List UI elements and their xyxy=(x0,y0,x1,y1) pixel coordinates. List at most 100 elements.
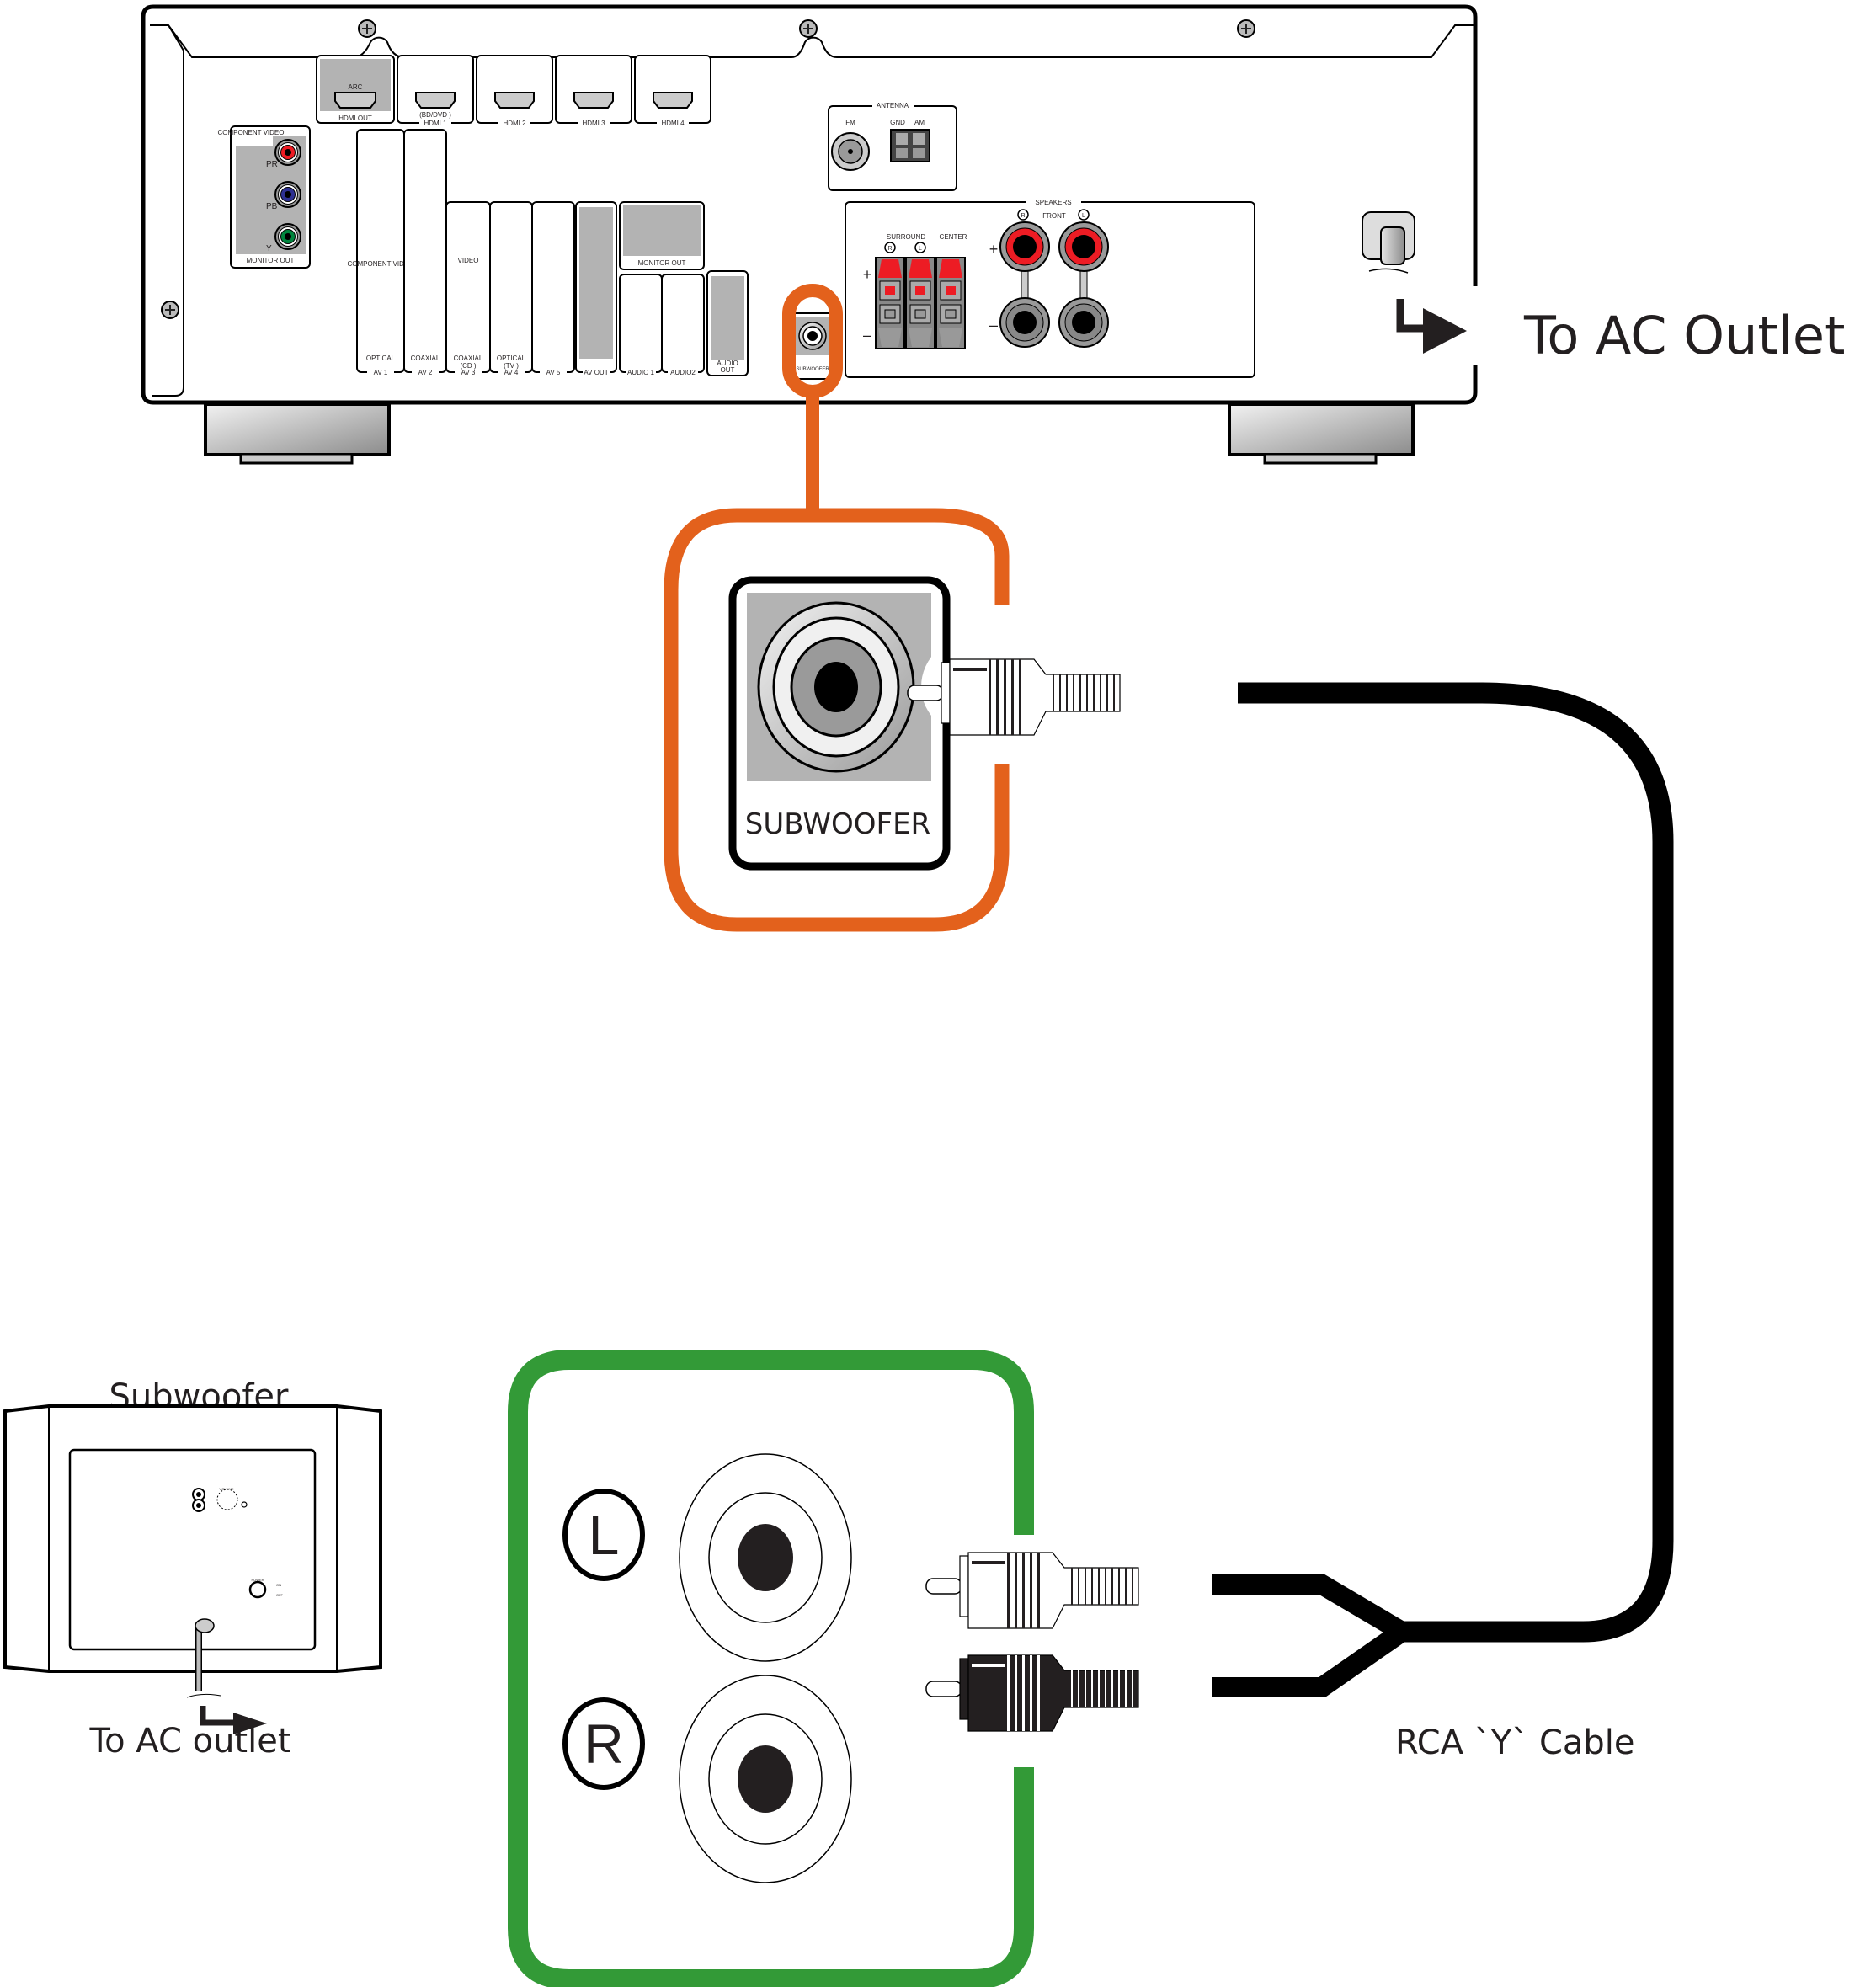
rca-grip-stripe xyxy=(1022,1655,1025,1731)
hdmi-out-port[interactable]: ARC HDMI OUT xyxy=(316,55,395,124)
subwoofer-rear-panel xyxy=(68,1448,317,1651)
subwoofer-unit: Subwoofer VOLUME POWER ON OFF xyxy=(3,1377,382,1761)
cable-label: RCA `Y` Cable xyxy=(1395,1723,1635,1762)
cable-branch-left xyxy=(1212,1574,1408,1641)
av-group-caption: VIDEO xyxy=(458,257,479,264)
rca-grip-stripe xyxy=(1015,1655,1017,1731)
speaker-minus-sign: – xyxy=(863,327,871,344)
ac-arrow-head-icon xyxy=(1423,308,1467,354)
jack-pb[interactable] xyxy=(274,181,301,208)
svg-text:L: L xyxy=(1082,213,1085,219)
hdmi-input-4[interactable]: HDMI 4 xyxy=(634,55,711,127)
callout-frame-subwoofer xyxy=(508,1350,1034,1987)
screw-icon xyxy=(358,19,376,38)
hdmi-input-label: HDMI 2 xyxy=(503,120,526,127)
rca-pin xyxy=(907,685,944,701)
rca-shell xyxy=(967,1552,1139,1629)
av-group-label: AV 4 xyxy=(504,369,519,376)
am-antenna-terminal[interactable] xyxy=(890,129,930,162)
jack-y[interactable] xyxy=(274,223,301,250)
front-minus-sign: – xyxy=(989,317,998,333)
power-switch[interactable]: POWER ON OFF xyxy=(248,1578,284,1599)
rca-boot-stripe xyxy=(1091,1568,1093,1605)
hdmi-arc-badge: ARC xyxy=(349,83,363,91)
rca-highlight xyxy=(972,1664,1005,1667)
hdmi-input-2[interactable]: HDMI 2 xyxy=(476,55,553,127)
power-label: POWER xyxy=(251,1578,264,1582)
monitor-out-label: MONITOR OUT xyxy=(638,259,686,267)
hdmi-input-label: HDMI 1 xyxy=(424,120,447,127)
receiver-left-rail xyxy=(152,24,184,397)
antenna-am-label: AM xyxy=(914,119,925,126)
digital-input-label: COAXIAL xyxy=(411,354,440,362)
rca-boot-stripe xyxy=(1105,1670,1106,1707)
rca-collar xyxy=(959,1555,969,1617)
antenna-panel: ANTENNA FM GND AM xyxy=(828,99,957,191)
digital-input-sublabel: (TV ) xyxy=(504,362,519,370)
rca-boot-stripe xyxy=(1098,1670,1100,1707)
input-jack-left[interactable] xyxy=(679,1453,852,1662)
rca-grip-stripe xyxy=(1011,659,1014,735)
cable-branch-right xyxy=(1212,1623,1408,1697)
rca-boot-stripe xyxy=(1071,1568,1073,1605)
receiver-foot-left xyxy=(204,402,391,465)
hdmi-input-label: HDMI 4 xyxy=(661,120,685,127)
rca-shell xyxy=(967,1654,1139,1732)
receiver-subwoofer-label: SUBWOOFER xyxy=(796,367,829,372)
av-group-caption: COMPONENT VIDEO xyxy=(348,260,414,268)
rca-boot-stripe xyxy=(1071,1670,1073,1707)
antenna-title: ANTENNA xyxy=(877,102,909,109)
rca-boot-stripe xyxy=(1098,1568,1100,1605)
hdmi-input-label: HDMI 3 xyxy=(582,120,605,127)
screw-icon xyxy=(161,301,179,319)
rca-plug-black-right xyxy=(925,1654,1139,1732)
input-jack-right[interactable] xyxy=(679,1675,852,1883)
binding-post-pair[interactable] xyxy=(1058,221,1109,348)
rca-boot-stripe xyxy=(1066,674,1068,711)
subwoofer-line-inputs[interactable] xyxy=(192,1488,205,1512)
subwoofer-input-callout: L R xyxy=(508,1350,1034,1987)
rca-shell xyxy=(949,658,1121,736)
binding-post-pair[interactable] xyxy=(999,221,1050,348)
rca-plug-white-left xyxy=(925,1552,1139,1629)
rca-grip-stripe xyxy=(1007,1655,1010,1731)
rca-grip-stripe xyxy=(989,659,991,735)
rca-boot-stripe xyxy=(1125,1670,1127,1707)
monitor-out-composite: MONITOR OUT xyxy=(619,201,705,270)
rca-highlight xyxy=(953,668,987,671)
hdmi-input-3[interactable]: HDMI 3 xyxy=(555,55,632,127)
rca-plug-receiver-end xyxy=(907,658,1121,736)
rca-collar xyxy=(941,662,951,724)
circle-r-icon: R xyxy=(562,1697,645,1790)
rca-pin xyxy=(925,1578,962,1595)
rca-boot-stripe xyxy=(1093,674,1095,711)
rca-grip-stripe xyxy=(1015,1553,1017,1628)
speaker-plus-sign: + xyxy=(863,266,872,283)
rca-boot-stripe xyxy=(1105,1568,1106,1605)
volume-knob[interactable]: VOLUME xyxy=(216,1487,248,1510)
subwoofer-power-cord xyxy=(186,1618,221,1698)
subwoofer-ac-caption: To AC outlet xyxy=(88,1722,290,1761)
hdmi-input-1[interactable]: HDMI 1(BD/DVD ) xyxy=(397,55,474,127)
rca-pin xyxy=(925,1681,962,1697)
av-group-label: AV 5 xyxy=(546,369,561,376)
speakers-title: SPEAKERS xyxy=(1035,199,1071,206)
av-group-label: AV OUT xyxy=(584,369,608,376)
fm-antenna-jack[interactable] xyxy=(831,132,870,171)
audio-group-1: AUDIO 1 xyxy=(619,274,663,376)
rca-boot-stripe xyxy=(1085,1568,1086,1605)
antenna-fm-label: FM xyxy=(845,119,855,126)
speaker-terminal-3[interactable] xyxy=(935,257,966,349)
rca-y-cable[interactable]: RCA `Y` Cable xyxy=(907,658,1674,1762)
rca-boot-stripe xyxy=(1106,674,1108,711)
speaker-terminal-2[interactable] xyxy=(905,257,935,349)
front-binding-posts xyxy=(999,221,1109,348)
receiver-subwoofer-jack[interactable]: SUBWOOFER xyxy=(791,312,834,380)
speaker-terminal-1[interactable] xyxy=(875,257,905,349)
rca-boot-stripe xyxy=(1078,1670,1079,1707)
subwoofer-jack-enlarged[interactable]: SUBWOOFER xyxy=(728,576,951,871)
jack-pr[interactable] xyxy=(274,139,301,166)
